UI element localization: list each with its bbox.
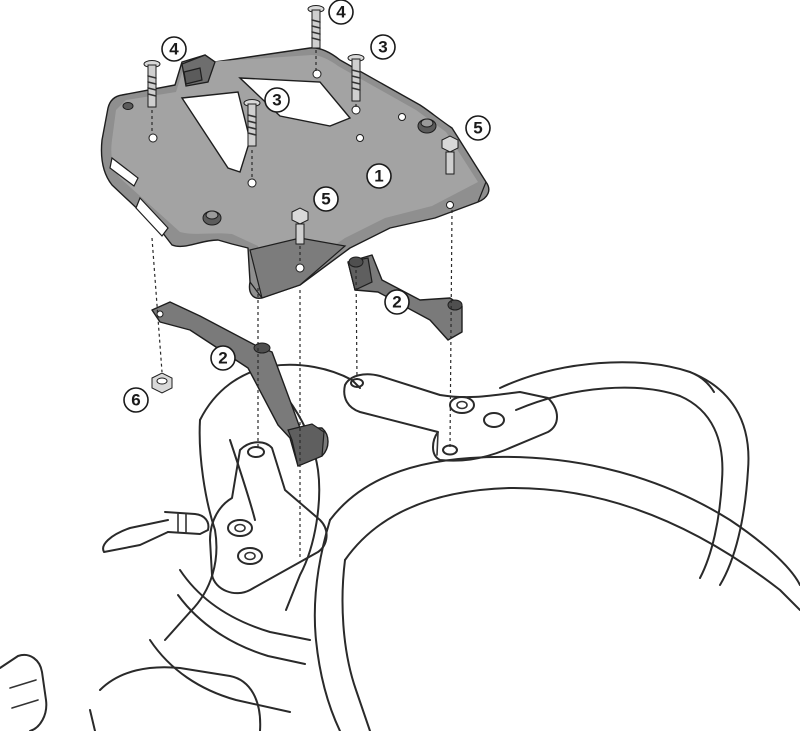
callout-4-top: 4: [328, 0, 354, 25]
bolt-3-right: [347, 54, 365, 102]
svg-text:5: 5: [321, 190, 330, 209]
motorcycle-outline: [0, 361, 800, 731]
callout-2-left: 2: [210, 345, 236, 371]
bolt-5-right: [441, 135, 459, 175]
callout-3-center: 3: [264, 87, 290, 113]
callout-4-left: 4: [161, 36, 187, 62]
svg-text:1: 1: [374, 167, 383, 186]
bracket-left: [151, 301, 329, 467]
callouts: 4 4 3 3 5 1 5 2: [123, 0, 491, 413]
svg-text:5: 5: [473, 119, 482, 138]
assembly-lines: [151, 50, 453, 560]
callout-5-right: 5: [465, 115, 491, 141]
bolt-4-top: [307, 5, 325, 49]
svg-text:2: 2: [218, 349, 227, 368]
svg-text:2: 2: [392, 293, 401, 312]
rack-plate: [100, 47, 490, 299]
callout-5-center: 5: [313, 186, 339, 212]
bolt-5-center: [291, 207, 309, 245]
svg-text:4: 4: [169, 40, 179, 59]
callout-1: 1: [366, 163, 392, 189]
svg-text:4: 4: [336, 3, 346, 22]
callout-6: 6: [123, 387, 149, 413]
callout-2-right: 2: [384, 289, 410, 315]
bolt-4-left: [143, 60, 161, 108]
svg-text:3: 3: [378, 38, 387, 57]
svg-text:3: 3: [272, 91, 281, 110]
svg-text:6: 6: [131, 391, 140, 410]
nut-6: [151, 372, 173, 394]
bolt-3-center: [243, 99, 261, 147]
callout-3-right: 3: [370, 34, 396, 60]
